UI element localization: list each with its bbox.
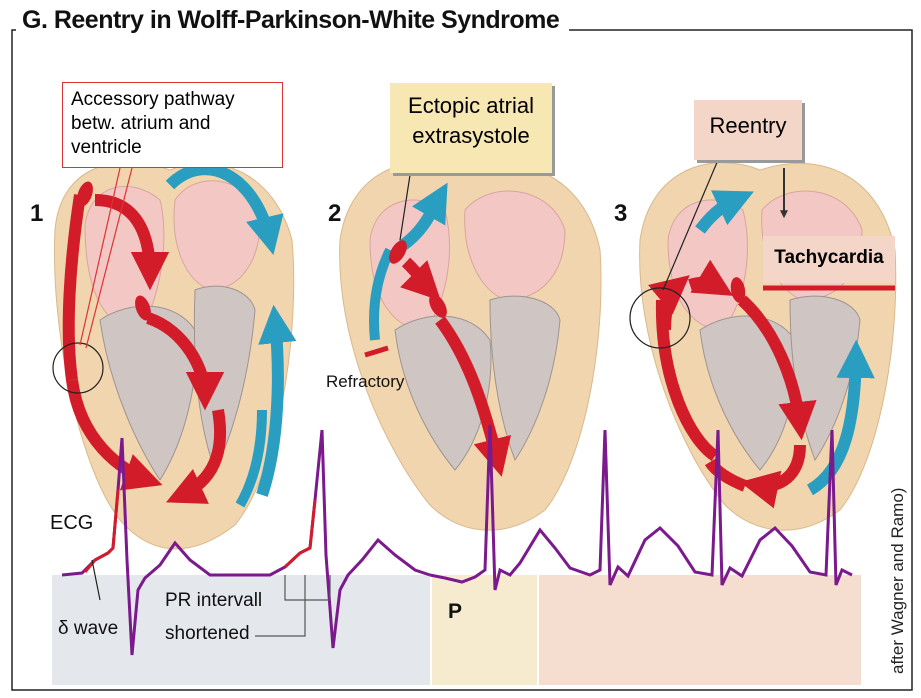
pr-shortened-label: shortened (165, 623, 250, 644)
ecg-label: ECG (50, 512, 94, 534)
ectopic-callout: Ectopic atrial extrasystole (390, 83, 552, 173)
pr-interval-label: PR intervall (165, 590, 263, 611)
accessory-pathway-callout: Accessory pathway betw. atrium and ventr… (62, 82, 283, 168)
callout-line-2: betw. atrium and ventricle (71, 113, 211, 158)
ectopic-line-2: extrasystole (412, 123, 530, 148)
heart-1 (52, 162, 297, 550)
reentry-callout: Reentry (694, 100, 802, 160)
p-wave-label: P (448, 600, 463, 623)
callout-line-1: Accessory pathway (71, 89, 235, 110)
ectopic-line-1: Ectopic atrial (408, 93, 534, 118)
panel-number-1: 1 (30, 200, 44, 227)
tachycardia-label: Tachycardia (763, 236, 895, 283)
ecg-band-2 (432, 575, 537, 685)
ecg-band-3 (539, 575, 861, 685)
refractory-label: Refractory (326, 372, 405, 391)
figure-frame (11, 29, 913, 691)
heart-3 (629, 159, 897, 531)
delta-wave-label: δ wave (58, 618, 119, 639)
panel-number-2: 2 (328, 200, 342, 227)
figure-title: G. Reentry in Wolff-Parkinson-White Synd… (16, 6, 570, 35)
source-credit: after Wagner and Ramo) (888, 487, 907, 674)
ecg-wpw-red-segments (83, 489, 120, 573)
ecg-trace-2 (429, 424, 853, 591)
panel-number-3: 3 (614, 200, 628, 227)
ecg-wpw-red-segments-2 (283, 499, 317, 569)
ecg-band-1 (52, 575, 430, 685)
heart-2 (339, 162, 602, 531)
